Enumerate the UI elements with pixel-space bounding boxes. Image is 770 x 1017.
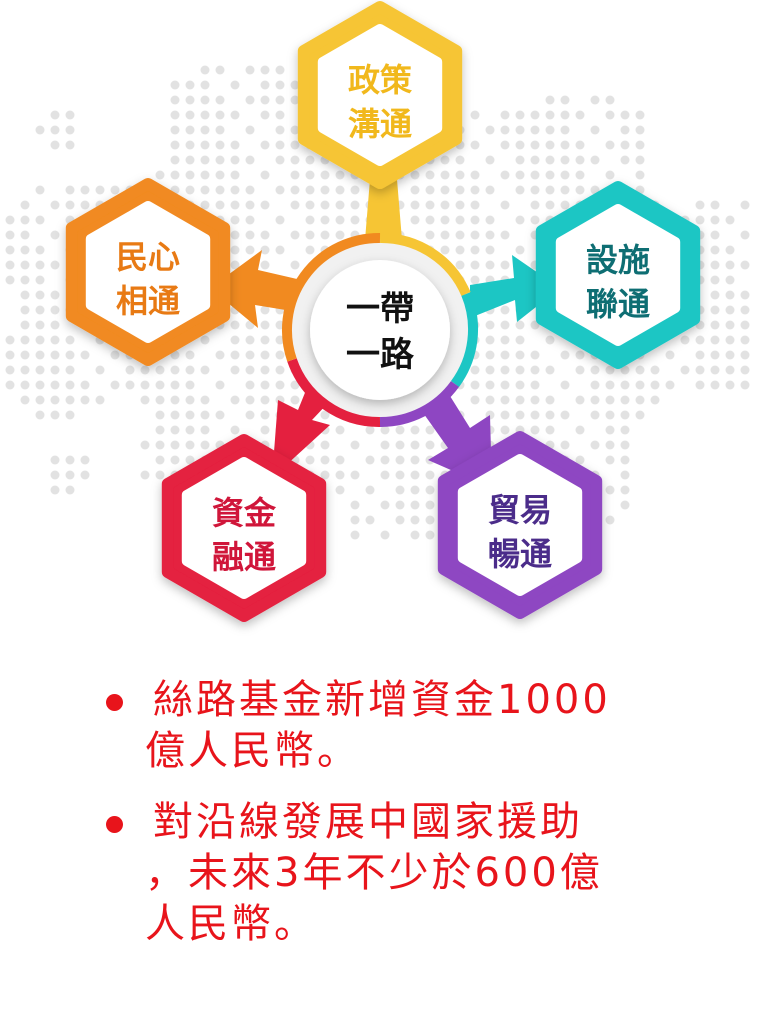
node-label-line2: 溝通 xyxy=(348,105,412,143)
node-label-line1: 資金 xyxy=(212,494,277,532)
hexagon-inner xyxy=(317,24,443,166)
center-label-line2: 一路 xyxy=(346,335,415,375)
hexagon-inner xyxy=(555,204,681,346)
node-label-line2: 融通 xyxy=(212,538,276,576)
hexagon-inner xyxy=(85,201,211,343)
node-label-line2: 暢通 xyxy=(488,535,552,573)
center-hub: 一帶 一路 xyxy=(281,232,478,428)
bullet-text: 絲路基金新增資金1000 億人民幣。 xyxy=(145,677,611,774)
node-label-line2: 聯通 xyxy=(586,285,650,323)
hexagon-inner xyxy=(181,457,307,599)
bullet-list: 絲路基金新增資金1000 億人民幣。 對沿線發展中國家援助 ，未來3年不少於60… xyxy=(100,675,740,970)
node-label-line1: 貿易 xyxy=(488,491,552,529)
center-label-line1: 一帶 xyxy=(346,289,414,329)
bullet-dot-icon xyxy=(106,816,123,833)
hexagon-inner xyxy=(457,454,583,596)
bullet-item-aid: 對沿線發展中國家援助 ，未來3年不少於600億 人民幣。 xyxy=(100,797,740,950)
bullet-dot-icon xyxy=(106,694,123,711)
node-label-line1: 民心 xyxy=(116,238,180,276)
node-label-line2: 相通 xyxy=(116,282,180,320)
bullet-text: 對沿線發展中國家援助 ，未來3年不少於600億 人民幣。 xyxy=(145,799,603,947)
node-label-line1: 設施 xyxy=(586,241,650,279)
bullet-item-fund: 絲路基金新增資金1000 億人民幣。 xyxy=(100,675,740,777)
node-label-line1: 政策 xyxy=(348,61,412,99)
